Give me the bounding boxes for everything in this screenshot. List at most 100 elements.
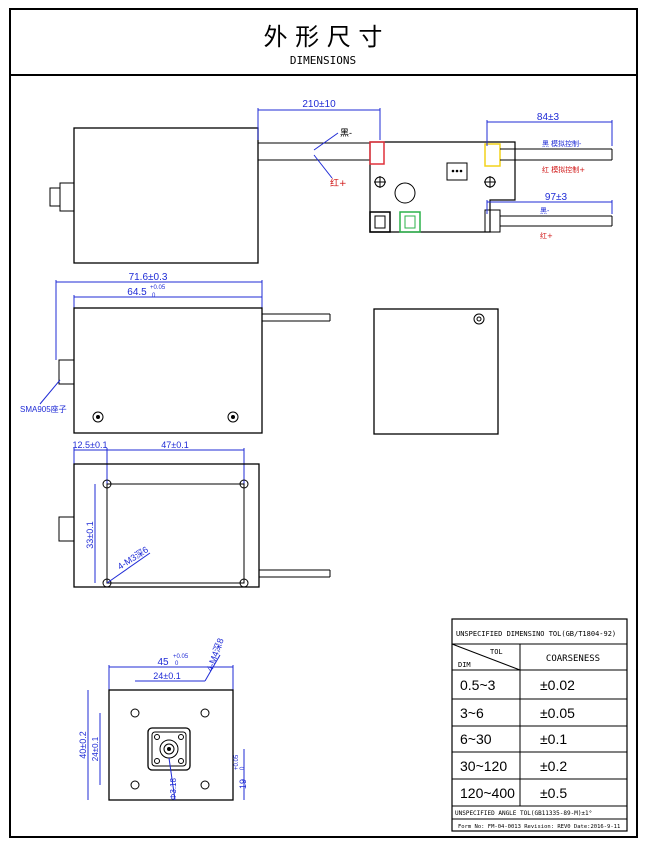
front-view: 45 +0.05 0 24±0.1 4-M4深8 40±0.2 24±0.1 1… bbox=[78, 637, 248, 801]
leader bbox=[106, 552, 151, 584]
row-dim: 3~6 bbox=[460, 705, 484, 721]
hole bbox=[102, 479, 112, 489]
screw-center bbox=[231, 415, 235, 419]
dim-power: 97±3 bbox=[545, 192, 568, 203]
hole bbox=[130, 708, 140, 718]
wire-red-label: 红+ bbox=[330, 177, 347, 189]
pin bbox=[459, 169, 463, 173]
col-coarseness: COARSENESS bbox=[546, 654, 600, 664]
flange-hole bbox=[178, 758, 184, 764]
flange-hole bbox=[154, 734, 160, 740]
connector-yellow bbox=[484, 143, 501, 167]
power-red-label: 红+ bbox=[540, 231, 553, 240]
sma-flange bbox=[147, 727, 191, 771]
end-view bbox=[373, 308, 499, 435]
title-en: DIMENSIONS bbox=[290, 54, 356, 67]
analog-red-label: 红 模拟控制+ bbox=[542, 165, 585, 174]
col-dim: DIM bbox=[458, 661, 471, 669]
front-dim-center: 19 bbox=[238, 779, 248, 789]
pcb-header bbox=[446, 162, 468, 181]
dim-body-tol-lower: 0 bbox=[152, 293, 156, 299]
row-tol: ±0.5 bbox=[540, 785, 567, 801]
sma-connector-side bbox=[58, 359, 75, 385]
leader bbox=[313, 154, 333, 179]
sma-connector-label: SMA905座子 bbox=[20, 404, 67, 414]
hole bbox=[200, 708, 210, 718]
body-bottom bbox=[73, 463, 260, 588]
tolerance-table: UNSPECIFIED DIMENSINO TOL(GB/T1804-92) T… bbox=[451, 618, 628, 832]
angle-tolerance: UNSPECIFIED ANGLE TOL(GB11335-89-M)±1° bbox=[455, 810, 592, 817]
row-tol: ±0.2 bbox=[540, 758, 567, 774]
row-dim: 0.5~3 bbox=[460, 677, 496, 693]
power-black-label: 黑- bbox=[540, 207, 550, 215]
front-dim-height: 40±0.2 bbox=[78, 731, 88, 758]
hole-inner bbox=[476, 316, 482, 322]
pin bbox=[455, 169, 459, 173]
connector-green bbox=[399, 211, 421, 233]
center-pin bbox=[167, 747, 171, 751]
row-dim: 6~30 bbox=[460, 731, 492, 747]
front-dim-width: 45 bbox=[157, 657, 169, 668]
dim-analog: 84±3 bbox=[537, 112, 560, 123]
hole bbox=[473, 313, 485, 325]
dim-total: 71.6±0.3 bbox=[129, 272, 168, 283]
mount-rect bbox=[106, 483, 245, 584]
dim-body-tol-upper: +0.05 bbox=[150, 285, 166, 291]
front-dim-hole-spacing: 24±0.1 bbox=[153, 671, 180, 681]
screw-center bbox=[96, 415, 100, 419]
pin bbox=[451, 169, 455, 173]
row-tol: ±0.05 bbox=[540, 705, 575, 721]
flange-hole bbox=[178, 734, 184, 740]
sma-nut-top bbox=[59, 182, 75, 212]
bottom-view: 12.5±0.1 47±0.1 33±0.1 4-M3深6 bbox=[58, 440, 331, 588]
hole bbox=[239, 479, 249, 489]
col-tol: TOL bbox=[490, 648, 503, 656]
connector-black bbox=[369, 211, 391, 233]
front-dim-hole-vertical: 24±0.1 bbox=[91, 736, 100, 761]
row-tol: ±0.02 bbox=[540, 677, 575, 693]
connector-slot bbox=[374, 215, 386, 229]
leader bbox=[313, 132, 339, 151]
leader bbox=[204, 654, 221, 682]
hole bbox=[200, 780, 210, 790]
top-view: 210±10 黑- 红+ 84±3 黑 模拟控制- 红 模拟 bbox=[49, 99, 613, 264]
title-cn: 外 形 尺 寸 bbox=[264, 23, 383, 51]
row-dim: 120~400 bbox=[460, 785, 515, 801]
front-dim-center-tol-upper: +0.05 bbox=[234, 754, 240, 770]
hole bbox=[102, 578, 112, 588]
screw-hole bbox=[92, 411, 104, 423]
leader bbox=[168, 757, 176, 801]
thread-label: 4-M3深6 bbox=[116, 544, 150, 571]
table-border bbox=[451, 618, 628, 832]
body-top bbox=[73, 127, 259, 264]
pcb-board bbox=[369, 141, 516, 233]
sma-connector-top bbox=[49, 187, 61, 207]
center-ring-inner bbox=[163, 743, 175, 755]
connector-red-pcb bbox=[369, 141, 385, 165]
front-dim-width-tol-lower: 0 bbox=[175, 661, 179, 667]
power-connector bbox=[484, 209, 501, 233]
body-end bbox=[373, 308, 499, 435]
sma-connector-bottom bbox=[58, 516, 75, 542]
form-footer: Form No: FM-04-0013 Revision: REV0 Date:… bbox=[458, 824, 620, 830]
pcb-knob bbox=[394, 182, 416, 204]
hole bbox=[130, 780, 140, 790]
side-view: 71.6±0.3 64.5 +0.05 0 SMA905座子 bbox=[20, 272, 331, 434]
flange-inner bbox=[151, 731, 187, 767]
connector-slot bbox=[404, 215, 416, 229]
flange-hole bbox=[154, 758, 160, 764]
front-dim-width-tol-upper: +0.05 bbox=[173, 654, 189, 660]
screw-hole bbox=[227, 411, 239, 423]
table-header: UNSPECIFIED DIMENSINO TOL(GB/T1804-92) bbox=[456, 630, 616, 638]
dim-offset: 12.5±0.1 bbox=[73, 440, 108, 450]
leader bbox=[39, 379, 61, 405]
dim-vertical: 33±0.1 bbox=[85, 521, 95, 548]
row-tol: ±0.1 bbox=[540, 731, 567, 747]
hole bbox=[239, 578, 249, 588]
table-diag bbox=[451, 643, 521, 671]
body-front bbox=[108, 689, 234, 801]
front-dim-center-tol-lower: 0 bbox=[240, 766, 246, 770]
analog-black-label: 黑 模拟控制- bbox=[542, 139, 582, 148]
wire-black-label: 黑- bbox=[340, 128, 352, 138]
